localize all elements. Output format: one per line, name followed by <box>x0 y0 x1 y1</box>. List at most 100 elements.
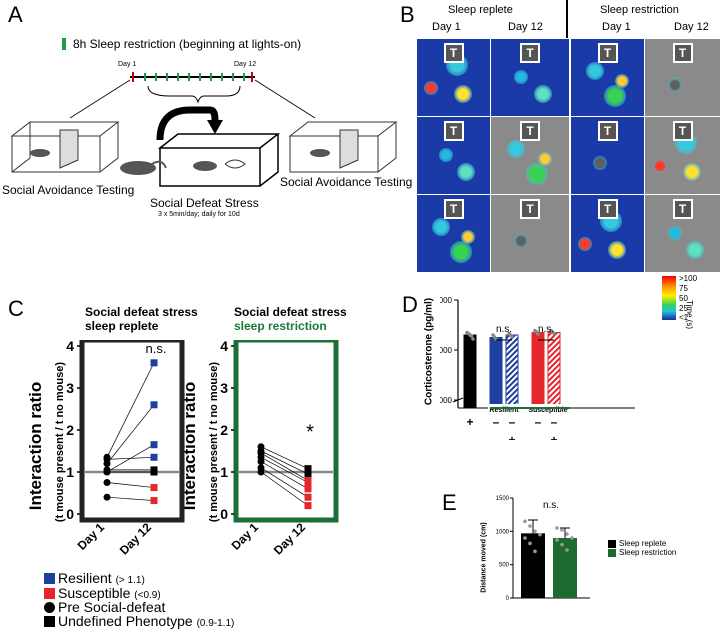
heatmap-tile-r2-c3: T <box>570 116 645 195</box>
distance-point <box>570 536 574 540</box>
distance-point <box>565 548 569 552</box>
test-left-label: Social Avoidance Testing <box>2 183 135 197</box>
stress-subtitle: 3 x 5min/day; daily for 10d <box>158 211 240 218</box>
heatmap-hotspot <box>449 241 472 264</box>
axis-break-mark <box>452 397 464 403</box>
object-chamber-marker: T <box>443 121 464 141</box>
corticosterone-point <box>510 334 514 339</box>
restriction-point-day12 <box>304 485 312 493</box>
replete-ytick-label: 0 <box>66 506 74 522</box>
row-sleep-sign: – <box>509 415 516 429</box>
replete-point-day1 <box>103 455 111 463</box>
restriction-point-day12 <box>304 465 312 473</box>
distance-bar <box>553 538 577 598</box>
sleep-restriction-marker <box>62 38 66 50</box>
restriction-ytick-label: 0 <box>220 506 228 522</box>
replete-pair-line <box>106 456 155 460</box>
restriction-xtick-label: Day 12 <box>271 520 308 557</box>
legend-resilient: Resilient (> 1.1) <box>58 570 145 586</box>
chart1-title-line1: Social defeat stress <box>85 305 198 319</box>
heatmap-hotspot <box>424 81 439 96</box>
restriction-pair-line <box>260 471 309 506</box>
legend-undefined: Undefined Phenotype (0.9-1.1) <box>58 613 235 629</box>
row-stress-sign: – <box>535 433 542 440</box>
col-label-2: Day 12 <box>508 21 543 33</box>
replete-pair-line <box>106 362 155 458</box>
object-chamber-marker: T <box>672 121 693 141</box>
distance-point <box>538 532 542 537</box>
timeline-diagram <box>10 72 398 187</box>
restriction-pair-line <box>260 461 309 490</box>
object-chamber-marker: T <box>443 43 464 63</box>
row-sleep-sign: – <box>535 415 542 429</box>
heatmap-tile-r3-c4: T <box>644 194 721 273</box>
heatmap-hotspot <box>614 73 629 88</box>
replete-ytick-label: 2 <box>66 422 74 438</box>
object-chamber-marker: T <box>672 43 693 63</box>
restriction-point-day1 <box>257 468 265 476</box>
object-chamber-marker: T <box>597 43 618 63</box>
distance-ytick-label: 0 <box>506 596 510 602</box>
panel-label-e: E <box>442 490 457 515</box>
heatmap-tile-r3-c1: T <box>416 194 491 273</box>
replete-point-day12 <box>150 359 158 367</box>
legend-restriction-swatch <box>608 549 616 557</box>
chart2-title-line2: sleep restriction <box>234 319 327 333</box>
distance-point <box>560 528 564 532</box>
replete-point-day12 <box>150 401 158 409</box>
restriction-point-day1 <box>257 458 265 465</box>
heatmap-hotspot <box>592 155 607 170</box>
heatmap-tile-r2-c4: T <box>644 116 721 195</box>
legend-restriction: Sleep restriction <box>619 548 677 557</box>
restriction-pair-line <box>260 467 309 498</box>
replete-point-day1 <box>103 493 111 501</box>
corticosterone-bar <box>489 337 503 409</box>
annotation-resilient: n.s. <box>496 324 512 335</box>
row-stress-sign: – <box>467 433 474 440</box>
chart2-title-line1: Social defeat stress <box>234 305 347 319</box>
restriction-point-day12 <box>304 470 312 478</box>
heatmap-hotspot <box>460 229 475 244</box>
restriction-ytick-label: 4 <box>220 340 228 354</box>
replete-ytick-label: 4 <box>66 340 74 354</box>
legend-susceptible-swatch <box>44 588 55 599</box>
object-chamber-marker: T <box>672 199 693 219</box>
scale-label-75: 75 <box>679 284 688 293</box>
corticosterone-point <box>469 334 474 338</box>
restriction-ytick-label: 2 <box>220 422 228 438</box>
restriction-ytick-label: 1 <box>220 464 228 480</box>
chart4-ylabel: Distance moved (cm) <box>480 522 488 593</box>
panel-label-d: D <box>402 292 418 317</box>
distance-ytick-label: 1500 <box>496 496 510 502</box>
corticosterone-bar <box>463 334 477 409</box>
replete-pair-line <box>106 404 155 464</box>
distance-point <box>555 538 559 542</box>
distance-point <box>555 526 559 530</box>
heatmap-hotspot <box>603 85 626 108</box>
heatmap-tile-r1-c2: T <box>490 38 570 117</box>
object-chamber-marker: T <box>443 199 464 219</box>
replete-pair-line <box>106 496 155 501</box>
scale-label-1: <1 <box>679 313 689 322</box>
object-chamber-marker: T <box>520 43 540 63</box>
panel-label-c: C <box>8 296 24 321</box>
restriction-frame <box>233 340 339 523</box>
heatmap-hotspot <box>431 218 450 237</box>
corticosterone-bar <box>531 332 545 409</box>
heatmap-hotspot <box>652 159 667 174</box>
distance-annotation: n.s. <box>543 500 559 511</box>
heatmap-tile-r1-c3: T <box>570 38 645 117</box>
row-sleep-sign: + <box>466 415 473 429</box>
replete-frame <box>79 340 185 523</box>
sleep-restriction-legend: 8h Sleep restriction (beginning at light… <box>73 37 302 51</box>
heatmap-tile-r1-c4: T <box>644 38 721 117</box>
row-sleep-sign: – <box>551 415 558 429</box>
replete-point-day1 <box>103 468 111 476</box>
distance-point <box>533 549 537 554</box>
chart-corticosterone: 500040003000n.s.n.s.ResilientSusceptible… <box>440 296 635 440</box>
restriction-pair-line <box>260 456 309 483</box>
heatmap-tile-r2-c1: T <box>416 116 491 195</box>
heatmap-tile-r1-c1: T <box>416 38 491 117</box>
group-label-restriction: Sleep restriction <box>600 4 679 16</box>
